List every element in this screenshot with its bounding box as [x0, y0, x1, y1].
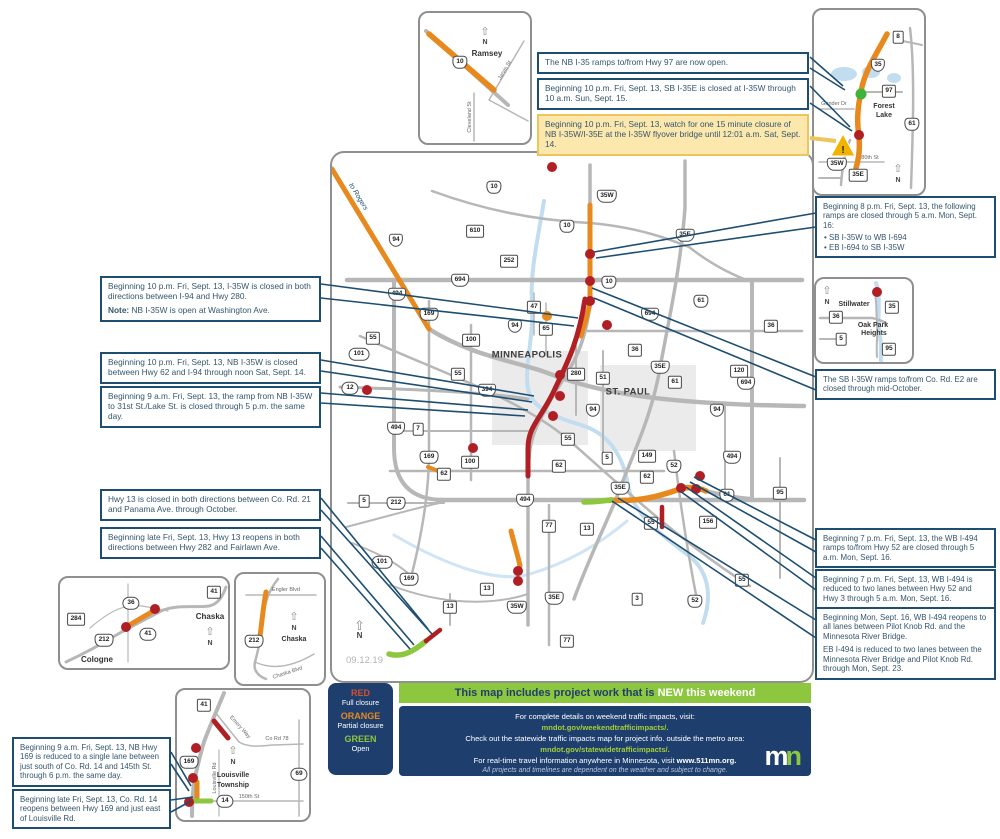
callout-nb-i35w-closed: Beginning 10 p.m. Fri, Sept. 13, NB I-35…: [100, 352, 321, 384]
legend-green-desc: Open: [351, 743, 370, 753]
mndot-logo: mn: [764, 741, 801, 771]
city-label-minneapolis: MINNEAPOLIS: [491, 349, 563, 361]
warning-triangle-icon: [830, 132, 856, 157]
inset-title: Township: [217, 782, 249, 789]
callout-wb-494-ramps: Beginning 7 p.m. Fri, Sept. 13, the WB I…: [815, 528, 996, 569]
road-label: Engler Blvd: [272, 587, 300, 593]
legend-green-label: GREEN: [344, 733, 377, 744]
north-arrow-icon: ⇧: [480, 26, 489, 38]
traffic-info-panel: For complete details on weekend traffic …: [399, 706, 811, 776]
north-label: N: [230, 759, 235, 766]
callout-hwy169-single-lane: Beginning 9 a.m. Fri, Sept. 13, NB Hwy 1…: [12, 737, 171, 787]
road-label: Co Rd 78: [265, 736, 288, 742]
road-label: Gander Dr: [821, 101, 847, 107]
road-label: Jarvis St: [497, 60, 513, 82]
callout-hwy13-reopens: Beginning late Fri, Sept. 13, Hwy 13 reo…: [100, 527, 321, 559]
metro-map-roads: [332, 159, 807, 658]
north-arrow-icon: ⇧: [289, 611, 298, 623]
city-label-st-paul: ST. PAUL: [605, 386, 651, 398]
callout-co-rd-e2-ramps: The SB I-35W ramps to/from Co. Rd. E2 ar…: [815, 369, 996, 400]
inset-title: Chaska: [196, 612, 225, 621]
callout-hwy13-closed: Hwy 13 is closed in both directions betw…: [100, 489, 321, 521]
north-arrow: ⇧ N: [354, 619, 365, 640]
north-label: N: [895, 177, 900, 184]
callout-flyover-closure: Beginning 10 p.m. Fri, Sept. 13, watch f…: [537, 114, 809, 156]
road-label: 150th St: [239, 794, 260, 800]
north-arrow-icon: ⇧: [228, 745, 237, 757]
disclaimer-text: All projects and timelines are dependent…: [482, 767, 728, 774]
inset-title: Oak Park: [858, 322, 888, 329]
north-label: N: [291, 625, 296, 632]
warning-glyph: !: [841, 145, 844, 156]
road-label: Louisville Rd: [212, 762, 218, 793]
info-line: For complete details on weekend traffic …: [515, 712, 695, 721]
info-line: Check out the statewide traffic impacts …: [465, 734, 745, 743]
callout-494-reopens: Beginning Mon, Sept. 16, WB I-494 reopen…: [815, 607, 996, 680]
road-label: Chaska Blvd: [272, 665, 303, 680]
legend-orange-label: ORANGE: [340, 710, 381, 721]
inset-title: Louisville: [217, 772, 249, 779]
north-label: N: [356, 631, 363, 640]
callout-sb-i35e-closed: Beginning 10 p.m. Fri, Sept. 13, SB I-35…: [537, 78, 809, 110]
inset-title: Stillwater: [838, 301, 869, 308]
callout-i35w-both-directions: Beginning 10 p.m. Fri, Sept. 13, I-35W i…: [100, 276, 321, 322]
inset-title: Heights: [861, 330, 887, 337]
inset-title: Chaska: [282, 636, 307, 643]
legend-red-desc: Full closure: [341, 697, 380, 707]
weekend-impacts-link[interactable]: mndot.gov/weekendtrafficimpacts/.: [541, 723, 669, 732]
banner-highlight: NEW this weekend: [657, 687, 756, 699]
north-label: N: [207, 640, 212, 647]
north-arrow-icon: ⇧: [205, 626, 214, 638]
north-arrow-icon: ⇧: [893, 163, 902, 175]
metro-area-map: MINNEAPOLIS ST. PAUL to Rogers ⇧ N 09.12…: [330, 151, 814, 683]
callout-31st-lake-ramp: Beginning 9 a.m. Fri, Sept. 13, the ramp…: [100, 386, 321, 428]
inset-title: Forest: [873, 103, 895, 110]
legend-red-label: RED: [350, 688, 370, 698]
callout-co-rd-14-reopens: Beginning late Fri, Sept. 13, Co. Rd. 14…: [12, 789, 171, 830]
info-line: For real-time travel information anywher…: [473, 756, 737, 765]
ramp-item: EB I-694 to SB I-35W: [824, 243, 988, 252]
map-legend: RED Full closure ORANGE Partial closure …: [328, 683, 393, 775]
callout-ramps-closed-694: Beginning 8 p.m. Fri, Sept. 13, the foll…: [815, 196, 996, 259]
legend-orange-desc: Partial closure: [337, 720, 384, 730]
north-arrow-icon: ⇧: [822, 285, 831, 297]
ramp-item: SB I-35W to WB I-694: [824, 233, 988, 242]
callout-i35-ramps-open: The NB I-35 ramps to/from Hwy 97 are now…: [537, 52, 809, 74]
road-label: 80th St: [861, 155, 879, 161]
road-label: Cleveland St: [467, 101, 473, 133]
511-link[interactable]: www.511mn.org.: [676, 756, 737, 765]
statewide-impacts-link[interactable]: mndot.gov/statewidetrafficimpacts/.: [540, 745, 670, 754]
inset-map-louisville: Emery Way Co Rd 78 Louisville Rd ⇧ N Lou…: [175, 688, 311, 822]
callout-wb-494-two-lanes: Beginning 7 p.m. Fri, Sept. 13, WB I-494…: [815, 569, 996, 610]
north-label: N: [482, 39, 487, 46]
inset-map-ramsey: ⇧ N Ramsey Jarvis St Cleveland St 10: [418, 11, 532, 145]
inset-map-chaska: Engler Blvd Chaska ⇧ N Chaska Blvd 212: [234, 572, 326, 686]
inset-title: Lake: [876, 112, 892, 119]
road-label: Emery Way: [228, 715, 252, 740]
inset-title: Ramsey: [472, 49, 503, 58]
date-stamp: 09.12.19: [346, 655, 383, 666]
north-label: N: [824, 299, 829, 306]
note-label: Note:: [108, 304, 130, 315]
new-this-weekend-banner: This map includes project work that is N…: [399, 683, 811, 703]
inset-title: Cologne: [81, 655, 114, 664]
